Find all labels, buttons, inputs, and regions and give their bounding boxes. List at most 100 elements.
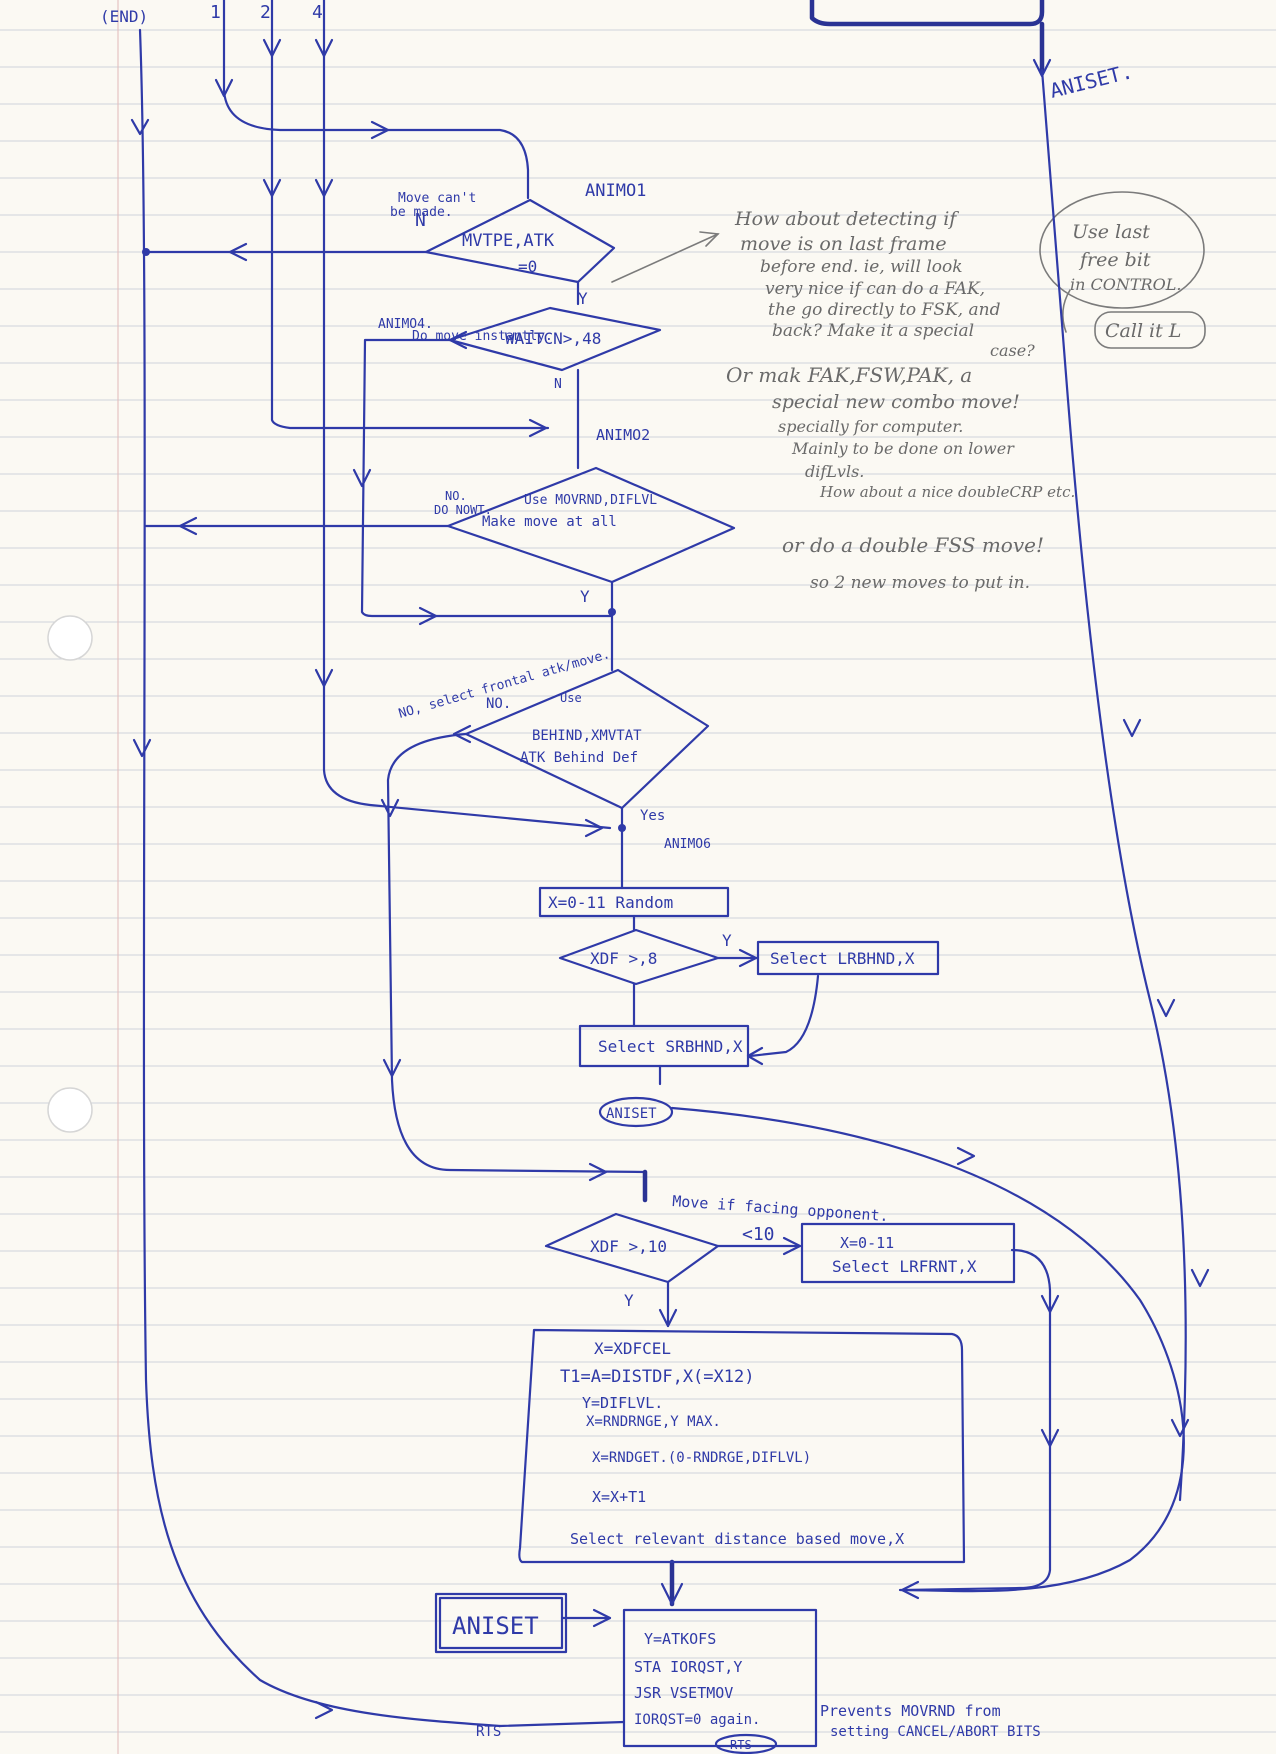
animo4-decision: ANIMO4. Do move instantly. WAITCN>,48 N [378,306,662,392]
lrbhnd-box [756,940,940,976]
srbhnd-box [578,1024,750,1068]
note2-line2: special new combo move! [772,391,1020,413]
note3-line1: or do a double FSS move! [782,533,1044,557]
frontal-no-line [386,732,647,1202]
final-rts-oval [714,1733,778,1754]
input2-line [270,0,550,430]
flow-lines [130,0,1210,1728]
arrowhead-animo2-no [178,516,198,536]
circle-note-line3: in CONTROL. [1070,275,1181,294]
circle-note-line2: free bit [1078,249,1151,271]
end-label: (END) [100,7,148,26]
input-number-4: 4 [312,2,323,23]
note2-line4: Mainly to be done on lower [791,439,1015,458]
arrowhead-in1-right [370,120,390,140]
aniset-box-frame-outer [434,1592,568,1654]
punch-hole-bottom [47,1087,93,1133]
distance-box: X=XDFCEL T1=A=DISTDF,X(=X12) Y=DIFLVL. X… [518,1328,966,1564]
note1-line1: How about detecting if [734,208,959,230]
pencil-circle-note: Use last free bit in CONTROL. Call it L [1039,191,1206,349]
pencil-connector [1062,289,1071,333]
arrowhead-in4-b [314,178,334,198]
note2-line5: difLvls. [805,462,864,481]
arrowhead-right-c [1190,1268,1210,1288]
final-rts-text: RTS [730,1738,752,1752]
note1-line6: back? Make it a special [772,321,974,341]
input1-line [222,0,530,200]
pencil-note-detect-move: How about detecting if move is on last f… [734,208,1035,360]
arrowhead-lrfrnt-a [1040,1294,1060,1314]
frontal-decision: NO, select frontal atk/move. NO. Use BEH… [397,647,710,824]
rts-line [498,1720,626,1728]
arrowhead-left-2 [132,738,152,758]
frontal-yes-label: Yes [640,808,665,824]
animo2-decision-line1: Use MOVRND,DIFLVL [524,493,657,508]
dist-line4: X=RNDRNGE,Y MAX. [586,1414,721,1430]
animo4-no-label: N [554,377,562,392]
animo2-decision-line2: Make move at all [482,514,617,530]
arrowhead-animo4-down [352,468,372,488]
note1-line3: before end. ie, will look [760,257,963,277]
input-number-2: 2 [260,2,271,23]
frontal-decision-line1: Use [560,691,582,705]
dist-line3: Y=DIFLVL. [582,1394,663,1412]
right-side-line [1040,68,1187,1502]
rand-box [538,886,730,918]
animo1-diamond [424,198,616,284]
dist-line5: X=RNDGET.(0-RNDRGE,DIFLVL) [592,1450,811,1466]
animo2-diamond [446,466,736,584]
dist-line7: Select relevant distance based move,X [570,1530,904,1548]
arrowhead-in4-d [584,818,604,838]
dist-line2: T1=A=DISTDF,X(=X12) [560,1367,754,1387]
arrowhead-frontal-b [382,1058,402,1078]
arrowhead-in2-b [262,178,282,198]
junction-left-1 [142,248,150,256]
animo1-decision: ANIMO1 Move can't be made. N MVTPE,ATK =… [390,181,646,308]
arrowhead-xdf10-lt [782,1236,802,1256]
xdf8-yes-label: Y [722,931,732,950]
arrowhead-frontal-a [380,798,400,818]
arrowhead-frontal-c [588,1162,608,1182]
top-aniset-label: ANISET. [1047,59,1135,103]
note2-line6: How about a nice doubleCRP etc. [819,483,1075,501]
xdf10-decision-text: XDF >,10 [590,1237,667,1256]
arrowhead-xdf8-yes [738,948,758,968]
animo2-side-line1: NO. [445,489,467,503]
facing-note: Move if facing opponent. [672,1192,889,1225]
arrowhead-frontal-no [452,724,472,744]
pencil-note-double-fss: or do a double FSS move! so 2 new moves … [782,533,1044,593]
prevents-line2: setting CANCEL/ABORT BITS [830,1724,1041,1740]
arrowhead-aniset-loop-a [956,1146,976,1166]
srbhnd-box-text: Select SRBHND,X [598,1037,743,1056]
xdf8-decision-text: XDF >,8 [590,949,657,968]
frontal-decision-line2: BEHIND,XMVTAT [532,728,642,744]
left-trunk-line [138,28,502,1728]
frontal-decision-line3: ATK Behind Def [520,750,638,766]
final-line1: Y=ATKOFS [644,1630,716,1648]
arrowhead-in1 [214,78,234,98]
arrowhead-lrfrnt-b [1040,1428,1060,1448]
animo1-decision-line1: MVTPE,ATK [462,231,555,251]
pencil-arrowhead [699,231,720,247]
punch-hole-top [47,615,93,661]
aniset-box-text: ANISET [452,1612,539,1640]
lrfrnt-box-line2: Select LRFRNT,X [832,1257,977,1276]
arrowhead-xdf10-yes [658,1308,678,1328]
animo2-label: ANIMO2 [596,426,650,444]
input4-line [322,0,612,830]
aniset-loop-line [670,1106,1185,1593]
arrowhead-rts [314,1700,334,1720]
prevents-line1: Prevents MOVRND from [820,1702,1001,1720]
arrowhead-animo1-no [228,242,248,262]
arrowhead-in2-a [262,38,282,58]
lrfrnt-box [800,1222,1016,1284]
final-line3: JSR VSETMOV [634,1684,733,1702]
note1-line5: the go directly to FSK, and [768,300,1001,320]
frontal-diamond [464,668,710,810]
animo4-diamond [448,306,662,372]
lrbhnd-box-text: Select LRBHND,X [770,949,915,968]
arrowhead-dist-to-final [660,1582,684,1606]
xdf10-yes-label: Y [624,1291,634,1310]
animo1-label: ANIMO1 [585,181,646,201]
ruled-lines [0,29,1276,1733]
